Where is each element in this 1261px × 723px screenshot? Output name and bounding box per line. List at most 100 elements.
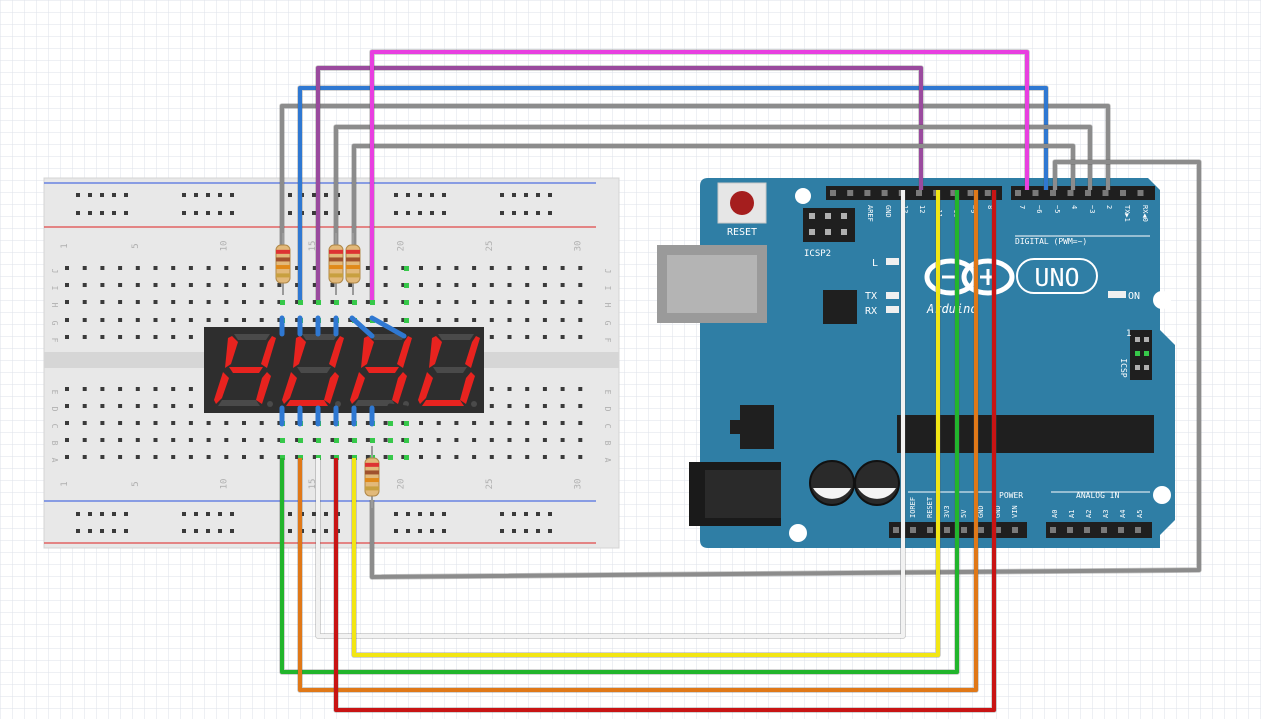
power-pin-label: VIN (1011, 505, 1019, 518)
breadboard-hole (472, 318, 477, 322)
resistor-band (329, 257, 343, 262)
breadboard-hole (542, 455, 547, 459)
breadboard-hole (277, 421, 282, 425)
arduino-uno-board: RESET ICSP2 L TX RX ON Arduino UNO 1 ICS… (657, 178, 1175, 548)
breadboard-hole (82, 421, 87, 425)
breadboard-hole (489, 335, 494, 339)
breadboard-hole (188, 387, 193, 391)
breadboard-hole (206, 438, 211, 442)
wire-gray-1 (280, 104, 1110, 262)
decimal-point (335, 401, 341, 407)
rail-hole (394, 211, 398, 215)
breadboard-hole (242, 283, 246, 287)
rail-hole (182, 529, 186, 533)
breadboard-hole (188, 404, 193, 408)
digital-pin-label: 8 (986, 205, 994, 209)
breadboard-hole (171, 387, 176, 391)
breadboard-hole (153, 455, 158, 459)
segment-g (229, 367, 263, 373)
usb-connector-inner (667, 255, 757, 313)
breadboard-hole (188, 266, 193, 270)
rail-hole (230, 529, 234, 533)
rail-hole (182, 193, 186, 197)
display-leg (387, 403, 409, 411)
header-pin (950, 190, 957, 196)
breadboard-hole (542, 421, 547, 425)
row-letter: I (603, 286, 612, 291)
rail-hole (324, 512, 328, 516)
breadboard-hole (242, 421, 246, 425)
breadboard-hole (295, 300, 300, 304)
breadboard-hole (525, 438, 530, 442)
breadboard-hole (365, 300, 370, 304)
rail-hole (512, 211, 516, 215)
rail-hole (500, 193, 504, 197)
icsp2-pin (809, 229, 815, 235)
rail-hole (112, 193, 116, 197)
led-l-label: L (872, 258, 878, 269)
segment-e (214, 372, 229, 404)
component-legs (279, 315, 409, 427)
header-pin (978, 527, 984, 533)
breadboard-hole (118, 455, 123, 459)
rail-hole (512, 529, 516, 533)
column-number: 15 (308, 479, 318, 490)
breadboard-hole (401, 266, 406, 270)
reset-button-cap[interactable] (730, 191, 754, 215)
header-pin (944, 527, 950, 533)
header-pin (1032, 190, 1039, 196)
rail-hole (524, 211, 528, 215)
breadboard-hole (578, 387, 583, 391)
rail-hole (194, 529, 198, 533)
row-letter: D (50, 407, 59, 412)
breadboard-hole (312, 455, 317, 459)
resistor-1 (275, 233, 291, 295)
breadboard-hole (542, 404, 547, 408)
digital-pin-label: RX◀0 (1141, 205, 1149, 222)
breadboard-hole (135, 438, 140, 442)
header-pin (1101, 527, 1107, 533)
rail-hole (442, 211, 446, 215)
header-pin (1102, 190, 1109, 196)
breadboard-hole (419, 300, 423, 304)
breadboard-hole (419, 438, 423, 442)
column-number: 10 (219, 479, 229, 490)
breadboard-hole (206, 283, 211, 287)
breadboard-hole (383, 318, 388, 322)
column-number: 20 (396, 241, 406, 252)
column-number: 15 (308, 241, 318, 252)
breadboard-hole (188, 421, 193, 425)
rail-hole (182, 211, 186, 215)
breadboard-hole (507, 335, 512, 339)
rail-hole (500, 512, 504, 516)
breadboard-hole (242, 300, 246, 304)
breadboard-hole (171, 335, 176, 339)
rail-hole (76, 193, 80, 197)
breadboard-hole (383, 438, 388, 442)
segment-f (293, 336, 306, 368)
header-pin (927, 527, 933, 533)
rail-hole (418, 529, 422, 533)
rail-hole (548, 211, 552, 215)
capacitor (809, 460, 855, 506)
breadboard-hole (348, 421, 353, 425)
icsp-label: ICSP (1119, 358, 1128, 377)
header-pin (995, 527, 1001, 533)
breadboard-hole (454, 283, 459, 287)
segment-d (354, 400, 396, 406)
header-pin (916, 190, 922, 196)
rail-hole (88, 512, 92, 516)
breadboard-hole (242, 438, 246, 442)
breadboard-hole (65, 404, 69, 408)
breadboard-hole (401, 283, 406, 287)
rail-hole (500, 211, 504, 215)
breadboard-hole (312, 300, 317, 304)
breadboard-hole (507, 438, 512, 442)
rail-hole (218, 211, 222, 215)
breadboard-hole (489, 318, 494, 322)
breadboard-hole (65, 387, 69, 391)
connected-hole (388, 455, 393, 460)
power-pin-label: 5V (960, 509, 968, 518)
breadboard-hole (365, 438, 370, 442)
